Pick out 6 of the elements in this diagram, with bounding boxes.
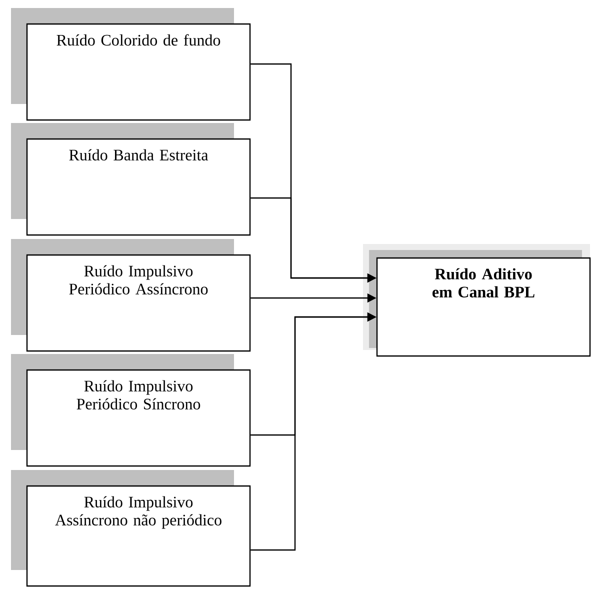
process-box: Ruído Colorido de fundo: [11, 8, 251, 121]
process-box: Ruído Banda Estreita: [11, 123, 251, 236]
process-box: Ruído Impulsivo Periódico Assíncrono: [11, 239, 251, 352]
process-box: Ruído Aditivo em Canal BPL: [363, 244, 591, 357]
process-box: Ruído Impulsivo Assíncrono não periódico: [11, 470, 251, 587]
process-box: Ruído Impulsivo Periódico Síncrono: [11, 354, 251, 467]
